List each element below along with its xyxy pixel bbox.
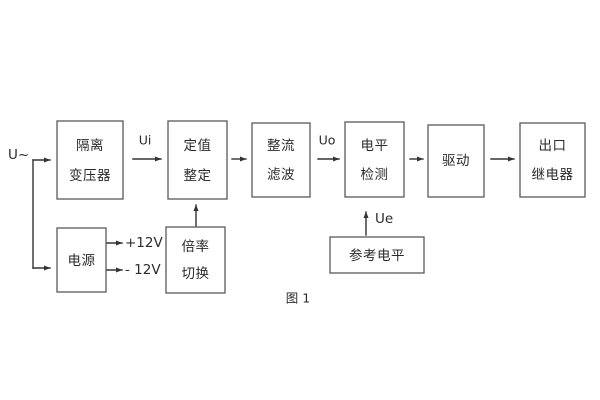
block-multiplier-switch[interactable]: 倍率 切换 bbox=[165, 226, 226, 294]
block-isolation-transformer[interactable]: 隔离 变压器 bbox=[56, 120, 124, 200]
figure-caption: 图 1 bbox=[286, 291, 310, 306]
label-uo: Uo bbox=[319, 133, 336, 148]
block-isolation-transformer-line-0: 隔离 bbox=[76, 137, 104, 154]
block-multiplier-switch-line-0: 倍率 bbox=[182, 238, 210, 255]
block-power-supply[interactable]: 电源 bbox=[56, 227, 107, 293]
block-isolation-transformer-line-1: 变压器 bbox=[69, 168, 111, 184]
block-rectifier-filter[interactable]: 整流 滤波 bbox=[251, 122, 311, 198]
block-drive[interactable]: 驱动 bbox=[427, 124, 485, 198]
block-level-detection-line-0: 电平 bbox=[361, 138, 389, 154]
label-rail-positive: +12V bbox=[125, 235, 163, 251]
block-setting-value-line-0: 定值 bbox=[184, 138, 212, 154]
block-level-detection-line-1: 检测 bbox=[361, 167, 389, 183]
block-rectifier-filter-line-0: 整流 bbox=[267, 138, 295, 154]
label-input-voltage: U~ bbox=[8, 147, 29, 163]
label-ui: Ui bbox=[139, 133, 152, 148]
input-bus-wire bbox=[32, 157, 51, 271]
block-rectifier-filter-line-1: 滤波 bbox=[267, 167, 295, 183]
block-drive-line-0: 驱动 bbox=[442, 153, 470, 169]
block-multiplier-switch-line-1: 切换 bbox=[182, 266, 210, 282]
block-reference-level[interactable]: 参考电平 bbox=[329, 236, 425, 274]
block-output-relay-line-1: 继电器 bbox=[532, 167, 574, 183]
block-setting-value-line-1: 整定 bbox=[184, 168, 212, 184]
block-output-relay[interactable]: 出口 继电器 bbox=[519, 122, 586, 198]
label-ue: Ue bbox=[375, 211, 393, 227]
block-setting-value[interactable]: 定值 整定 bbox=[167, 120, 228, 200]
block-level-detection[interactable]: 电平 检测 bbox=[344, 121, 405, 198]
label-rail-negative: - 12V bbox=[125, 262, 161, 278]
block-output-relay-line-0: 出口 bbox=[539, 138, 567, 154]
block-power-supply-line-0: 电源 bbox=[68, 253, 96, 269]
block-reference-level-line-0: 参考电平 bbox=[349, 247, 405, 264]
